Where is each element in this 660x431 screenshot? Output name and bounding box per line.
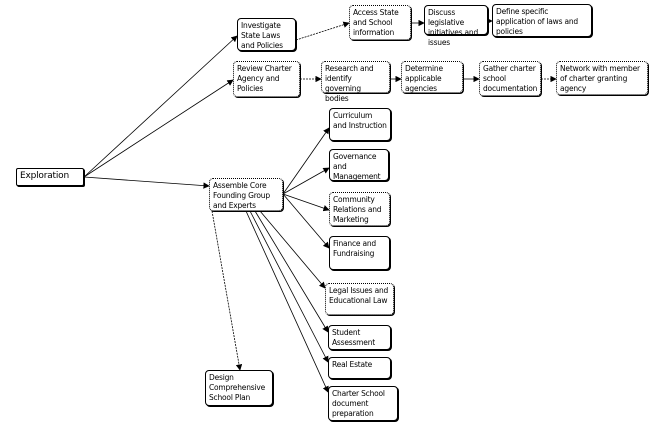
edge	[83, 176, 210, 189]
node-define[interactable]: Define specific application of laws and …	[492, 4, 592, 37]
edge	[259, 210, 326, 289]
node-access[interactable]: Access State and School information	[349, 5, 411, 40]
node-legal[interactable]: Legal Issues and Educational Law	[325, 283, 394, 315]
edge	[245, 210, 329, 393]
node-discuss[interactable]: Discuss legislative initiatives and issu…	[424, 5, 488, 47]
node-research[interactable]: Research and identify governing bodies	[321, 61, 390, 103]
node-charterdoc[interactable]: Charter School document preparation	[328, 386, 398, 421]
node-exploration[interactable]: Exploration	[16, 168, 84, 186]
edge	[282, 193, 330, 249]
node-curriculum[interactable]: Curriculum and Instruction	[329, 108, 391, 141]
node-assemble[interactable]: Assemble Core Founding Group and Experts	[209, 178, 283, 211]
edge	[282, 193, 330, 212]
node-realestate[interactable]: Real Estate	[328, 357, 391, 379]
node-governance[interactable]: Governance and Management	[329, 149, 389, 181]
node-design[interactable]: Design Comprehensive School Plan	[205, 370, 273, 406]
node-network[interactable]: Network with member of charter granting …	[556, 61, 648, 95]
edge	[211, 210, 243, 371]
edge	[83, 79, 234, 178]
node-finance[interactable]: Finance and Fundraising	[329, 236, 390, 270]
node-gather[interactable]: Gather charter school documentation	[479, 61, 541, 96]
node-community[interactable]: Community Relations and Marketing	[329, 192, 390, 226]
node-review[interactable]: Review Charter Agency and Policies	[233, 61, 300, 97]
node-investigate[interactable]: Investigate State Laws and Policies	[237, 18, 296, 51]
edge	[295, 21, 350, 41]
edge	[249, 210, 329, 363]
node-student[interactable]: Student Assessment	[328, 325, 391, 350]
edge	[282, 167, 330, 195]
edge	[83, 35, 238, 178]
edge	[282, 127, 330, 195]
edge	[254, 210, 329, 333]
node-determine[interactable]: Determine applicable agencies	[401, 61, 463, 93]
